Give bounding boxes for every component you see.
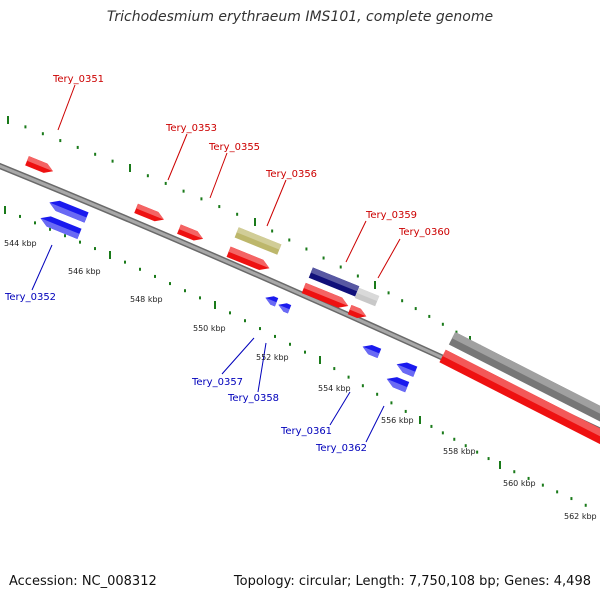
label-tery-0362-leader: [365, 405, 385, 443]
gene-large-grey: [448, 332, 600, 424]
scale-label: 548 kbp: [130, 295, 163, 304]
inner-tick-ruler: [4, 206, 587, 507]
label-tery-0356: Tery_0356: [265, 169, 317, 180]
label-tery-0359: Tery_0359: [365, 210, 417, 221]
label-tery-0361-leader: [329, 391, 351, 426]
label-tery-0355: Tery_0355: [208, 142, 260, 153]
label-tery-0360: Tery_0360: [398, 227, 450, 238]
label-tery-0353: Tery_0353: [165, 123, 217, 134]
label-tery-0358: Tery_0358: [227, 393, 279, 404]
scale-label: 552 kbp: [256, 353, 289, 362]
label-tery-0357-leader: [221, 337, 255, 375]
scale-label: 554 kbp: [318, 384, 351, 393]
gene-tery-0359-b: [301, 282, 349, 308]
label-tery-0358-leader: [257, 342, 267, 393]
scale-label: 544 kbp: [4, 239, 37, 248]
label-tery-0351: Tery_0351: [52, 74, 104, 85]
label-tery-0356-leader: [266, 179, 287, 227]
topology-summary: Topology: circular; Length: 7,750,108 bp…: [233, 574, 591, 589]
accession-text: Accession: NC_008312: [9, 574, 157, 589]
gene-tery-0351: [25, 156, 53, 173]
gene-features: [25, 156, 600, 447]
map-title: Trichodesmium erythraeum IMS101, complet…: [106, 9, 494, 25]
scale-label: 556 kbp: [381, 416, 414, 425]
gene-tery-0359: [308, 267, 360, 297]
gene-tery-0361-highlight: [362, 346, 380, 359]
gene-tery-0358: [278, 303, 292, 314]
gene-tery-0358-highlight: [278, 304, 290, 314]
label-tery-0361: Tery_0361: [280, 426, 332, 437]
gene-tery-0352-b: [40, 216, 82, 239]
gene-tery-0359-b-highlight: [303, 282, 349, 306]
scale-label: 558 kbp: [443, 447, 476, 456]
gene-tery-0360: [354, 287, 380, 307]
label-tery-0357: Tery_0357: [191, 377, 243, 388]
gene-tery-0352: [49, 200, 89, 223]
gene-tery-0351-highlight: [27, 156, 53, 172]
gene-tery-0356: [234, 227, 282, 255]
scale-label: 562 kbp: [564, 512, 597, 521]
gene-tery-0359-highlight: [310, 267, 360, 292]
label-leader-lines: [31, 84, 401, 443]
gene-tery-0355: [177, 224, 204, 241]
scale-label: 560 kbp: [503, 479, 536, 488]
gene-tery-0362-highlight: [396, 364, 416, 377]
label-tery-0352-leader: [31, 244, 53, 291]
gene-tery-0360-b-highlight: [349, 304, 367, 317]
gene-tery-0360-b: [347, 304, 367, 319]
gene-tery-0362-b: [386, 377, 410, 393]
gene-large-red-highlight: [442, 349, 600, 440]
gene-tery-0356-highlight: [236, 227, 282, 250]
gene-tery-0353-highlight: [136, 203, 164, 220]
label-tery-0360-leader: [377, 238, 401, 279]
gene-tery-0352-highlight: [49, 202, 87, 223]
gene-tery-0361: [362, 344, 382, 359]
scale-label: 550 kbp: [193, 324, 226, 333]
scale-label: 546 kbp: [68, 267, 101, 276]
gene-large-grey-highlight: [452, 332, 600, 418]
gene-tery-0357: [265, 296, 279, 307]
gene-tery-0357-highlight: [265, 297, 277, 307]
label-tery-0353-leader: [167, 133, 188, 181]
gene-tery-0352-b-highlight: [40, 218, 80, 239]
gene-tery-0355-highlight: [178, 224, 204, 239]
label-tery-0351-leader: [57, 84, 76, 131]
gene-large-red: [439, 349, 600, 447]
gene-tery-0356-b-highlight: [228, 246, 270, 269]
gene-tery-0353: [134, 203, 164, 222]
label-tery-0352: Tery_0352: [4, 292, 56, 303]
label-tery-0362: Tery_0362: [315, 443, 367, 454]
label-tery-0355-leader: [209, 152, 228, 199]
gene-tery-0356-b: [226, 246, 270, 271]
label-tery-0359-leader: [345, 220, 367, 263]
gene-tery-0362-b-highlight: [386, 378, 408, 393]
scale-labels: 544 kbp 546 kbp 548 kbp 550 kbp 552 kbp 554 k…: [4, 239, 597, 521]
gene-tery-0362: [396, 362, 418, 377]
gene-tery-0360-highlight: [356, 287, 380, 302]
